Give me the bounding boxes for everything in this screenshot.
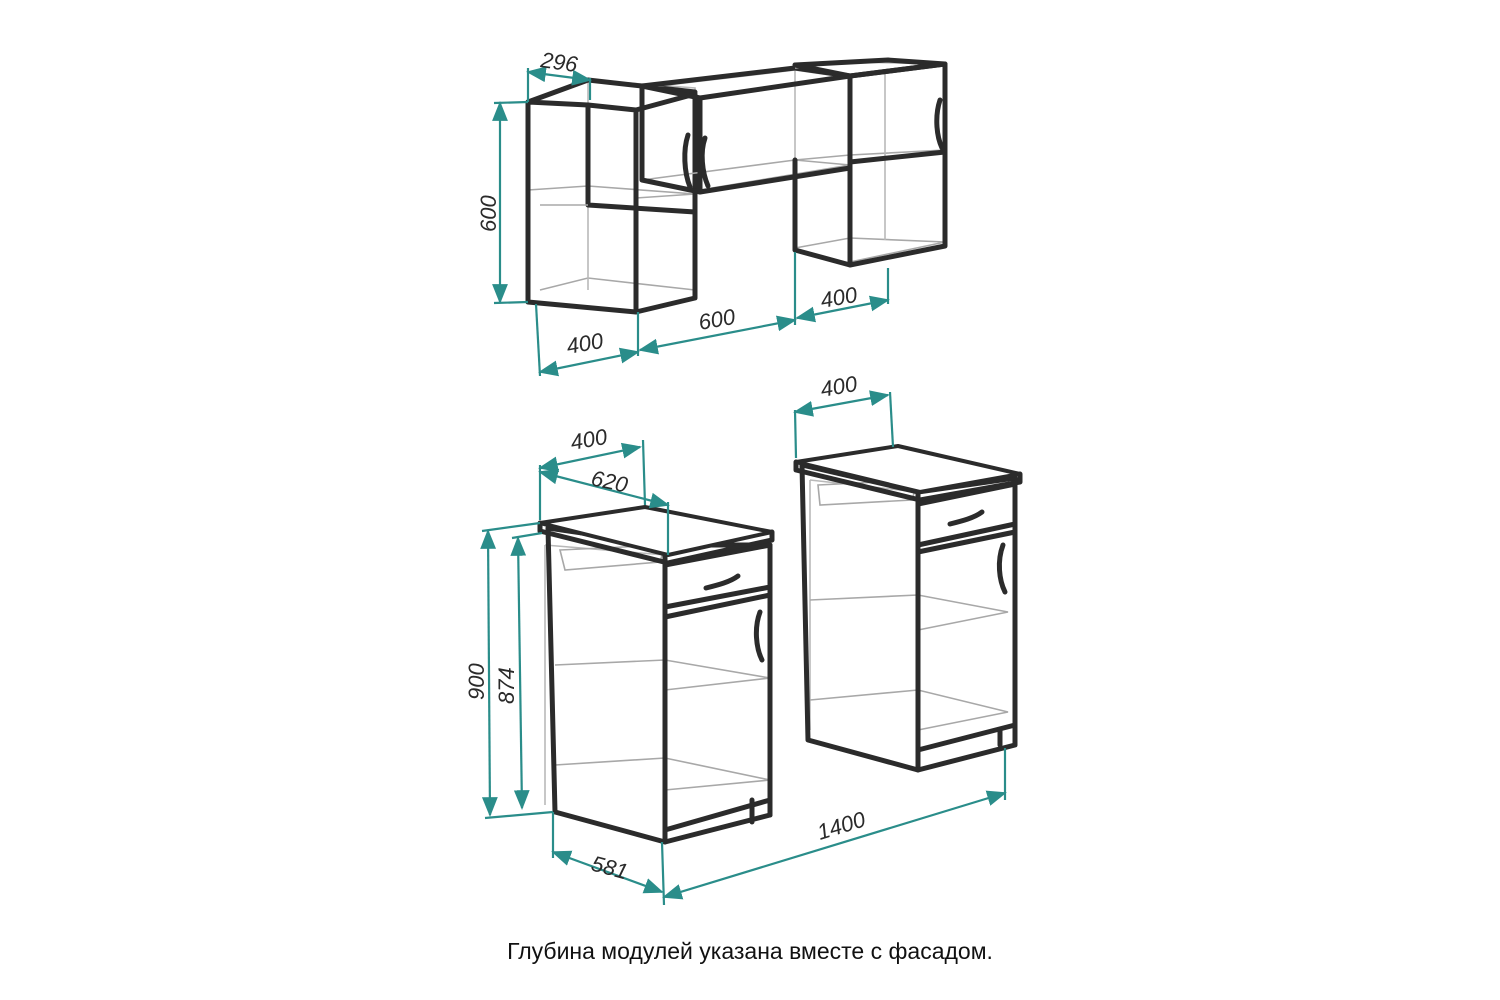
dim-wall-depth: 296	[538, 47, 580, 77]
wall-cabinet-right	[792, 57, 948, 268]
dim-wall-width-right: 400	[819, 282, 860, 313]
drawer-handle-icon	[703, 573, 741, 591]
dim-base-depth: 581	[589, 851, 631, 885]
door-handle-icon	[996, 542, 1008, 595]
dim-wall-width-middle: 600	[697, 304, 738, 335]
dim-base-top-depth: 620	[589, 465, 631, 497]
dim-wall-height: 600	[476, 195, 501, 232]
base-cabinet-right	[793, 444, 1023, 773]
wall-cabinets	[525, 57, 948, 315]
dim-wall-width-left: 400	[565, 328, 606, 359]
drawer-handle-icon	[947, 509, 985, 527]
dim-base-height-body: 874	[494, 667, 519, 704]
wall-cabinet-left	[525, 77, 698, 315]
caption: Глубина модулей указана вместе с фасадом…	[507, 938, 993, 964]
door-handle-icon	[934, 97, 945, 151]
dim-total-length: 1400	[814, 806, 869, 844]
wall-dimensions: 296 600 400 600 400	[476, 47, 890, 377]
base-dimensions: 400 620 400 900 874 581 1400	[464, 371, 1007, 906]
door-handle-icon	[699, 135, 711, 189]
dim-base-height-total: 900	[464, 663, 489, 700]
dim-base-left-width: 400	[569, 424, 610, 455]
door-handle-icon	[682, 132, 693, 190]
dim-base-right-width: 400	[819, 371, 860, 402]
door-handle-icon	[753, 609, 765, 663]
base-cabinet-left	[537, 505, 775, 845]
